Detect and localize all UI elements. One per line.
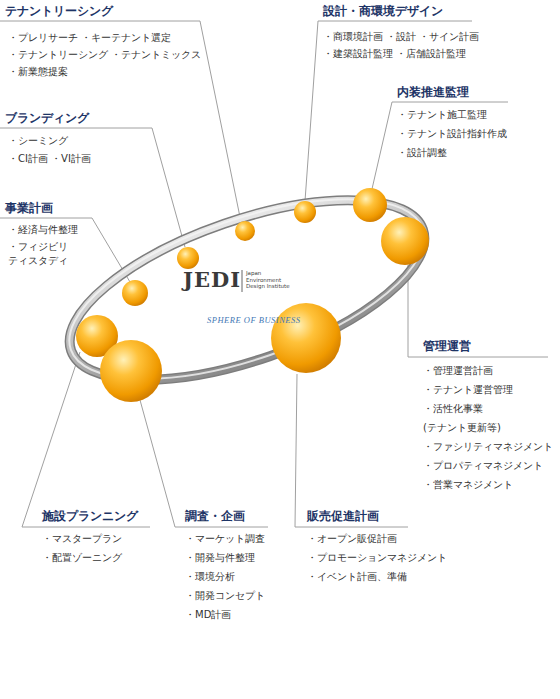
service-item: ・プレリサーチ ・キーテナント選定	[8, 31, 171, 45]
service-item: (テナント更新等)	[423, 421, 501, 435]
service-item: ・フィジビリ ティスタディ	[8, 240, 82, 268]
service-item: ・オープン販促計画	[307, 532, 397, 546]
service-item: ・テナント施工監理	[397, 108, 487, 122]
section-heading: ブランディング	[5, 110, 89, 126]
service-item: ・新業態提案	[8, 65, 68, 79]
section-heading: 管理運営	[423, 338, 471, 354]
service-item: ・開発与件整理	[185, 551, 255, 565]
service-item: ・テナント設計指針作成	[397, 127, 507, 141]
service-item: ・プロモーションマネジメント	[307, 551, 447, 565]
ring	[48, 162, 446, 416]
service-item: ・設計調整	[397, 146, 447, 160]
service-item: ・開発コンセプト	[185, 589, 265, 603]
service-item: ・配置ゾーニング	[42, 551, 122, 565]
service-item: ・イベント計画、準備	[307, 570, 407, 584]
logo-tagline: SPHERE OF BUSINESS	[207, 315, 301, 326]
logo-bar	[242, 270, 243, 292]
spheres	[76, 188, 429, 402]
section-heading: 調査・企画	[185, 508, 245, 524]
service-item: ・シーミング	[8, 134, 68, 148]
service-item: ・建築設計監理 ・店舗設計監理	[323, 47, 466, 61]
service-item: ・プロパティマネジメント	[423, 459, 543, 473]
logo-mark: JEDI	[183, 268, 241, 292]
section-heading: テナントリーシング	[5, 3, 113, 19]
service-item: ・マスタープラン	[42, 532, 122, 546]
service-item: ・経済与件整理	[8, 223, 78, 237]
logo-name: Japan Environment Design Institute	[246, 270, 294, 290]
section-heading: 施設プランニング	[42, 508, 138, 524]
service-item: ・CI計画 ・VI計画	[8, 152, 91, 166]
section-heading: 事業計画	[5, 200, 53, 216]
service-item: ・商環境計画 ・設計 ・サイン計画	[323, 30, 479, 44]
service-item: ・活性化事業	[423, 402, 483, 416]
section-heading: 設計・商環境デザイン	[323, 3, 443, 19]
service-item: ・MD計画	[185, 608, 231, 622]
service-item: ・テナントリーシング ・テナントミックス	[8, 48, 201, 62]
service-item: ・マーケット調査	[185, 532, 265, 546]
service-item: ・営業マネジメント	[423, 478, 513, 492]
service-item: ・管理運営計画	[423, 364, 493, 378]
section-heading: 販売促進計画	[307, 508, 379, 524]
service-item: ・環境分析	[185, 570, 235, 584]
service-item: ・ファシリティマネジメント	[423, 440, 553, 454]
service-item: ・テナント運営管理	[423, 383, 513, 397]
section-heading: 内装推進監理	[397, 84, 469, 100]
